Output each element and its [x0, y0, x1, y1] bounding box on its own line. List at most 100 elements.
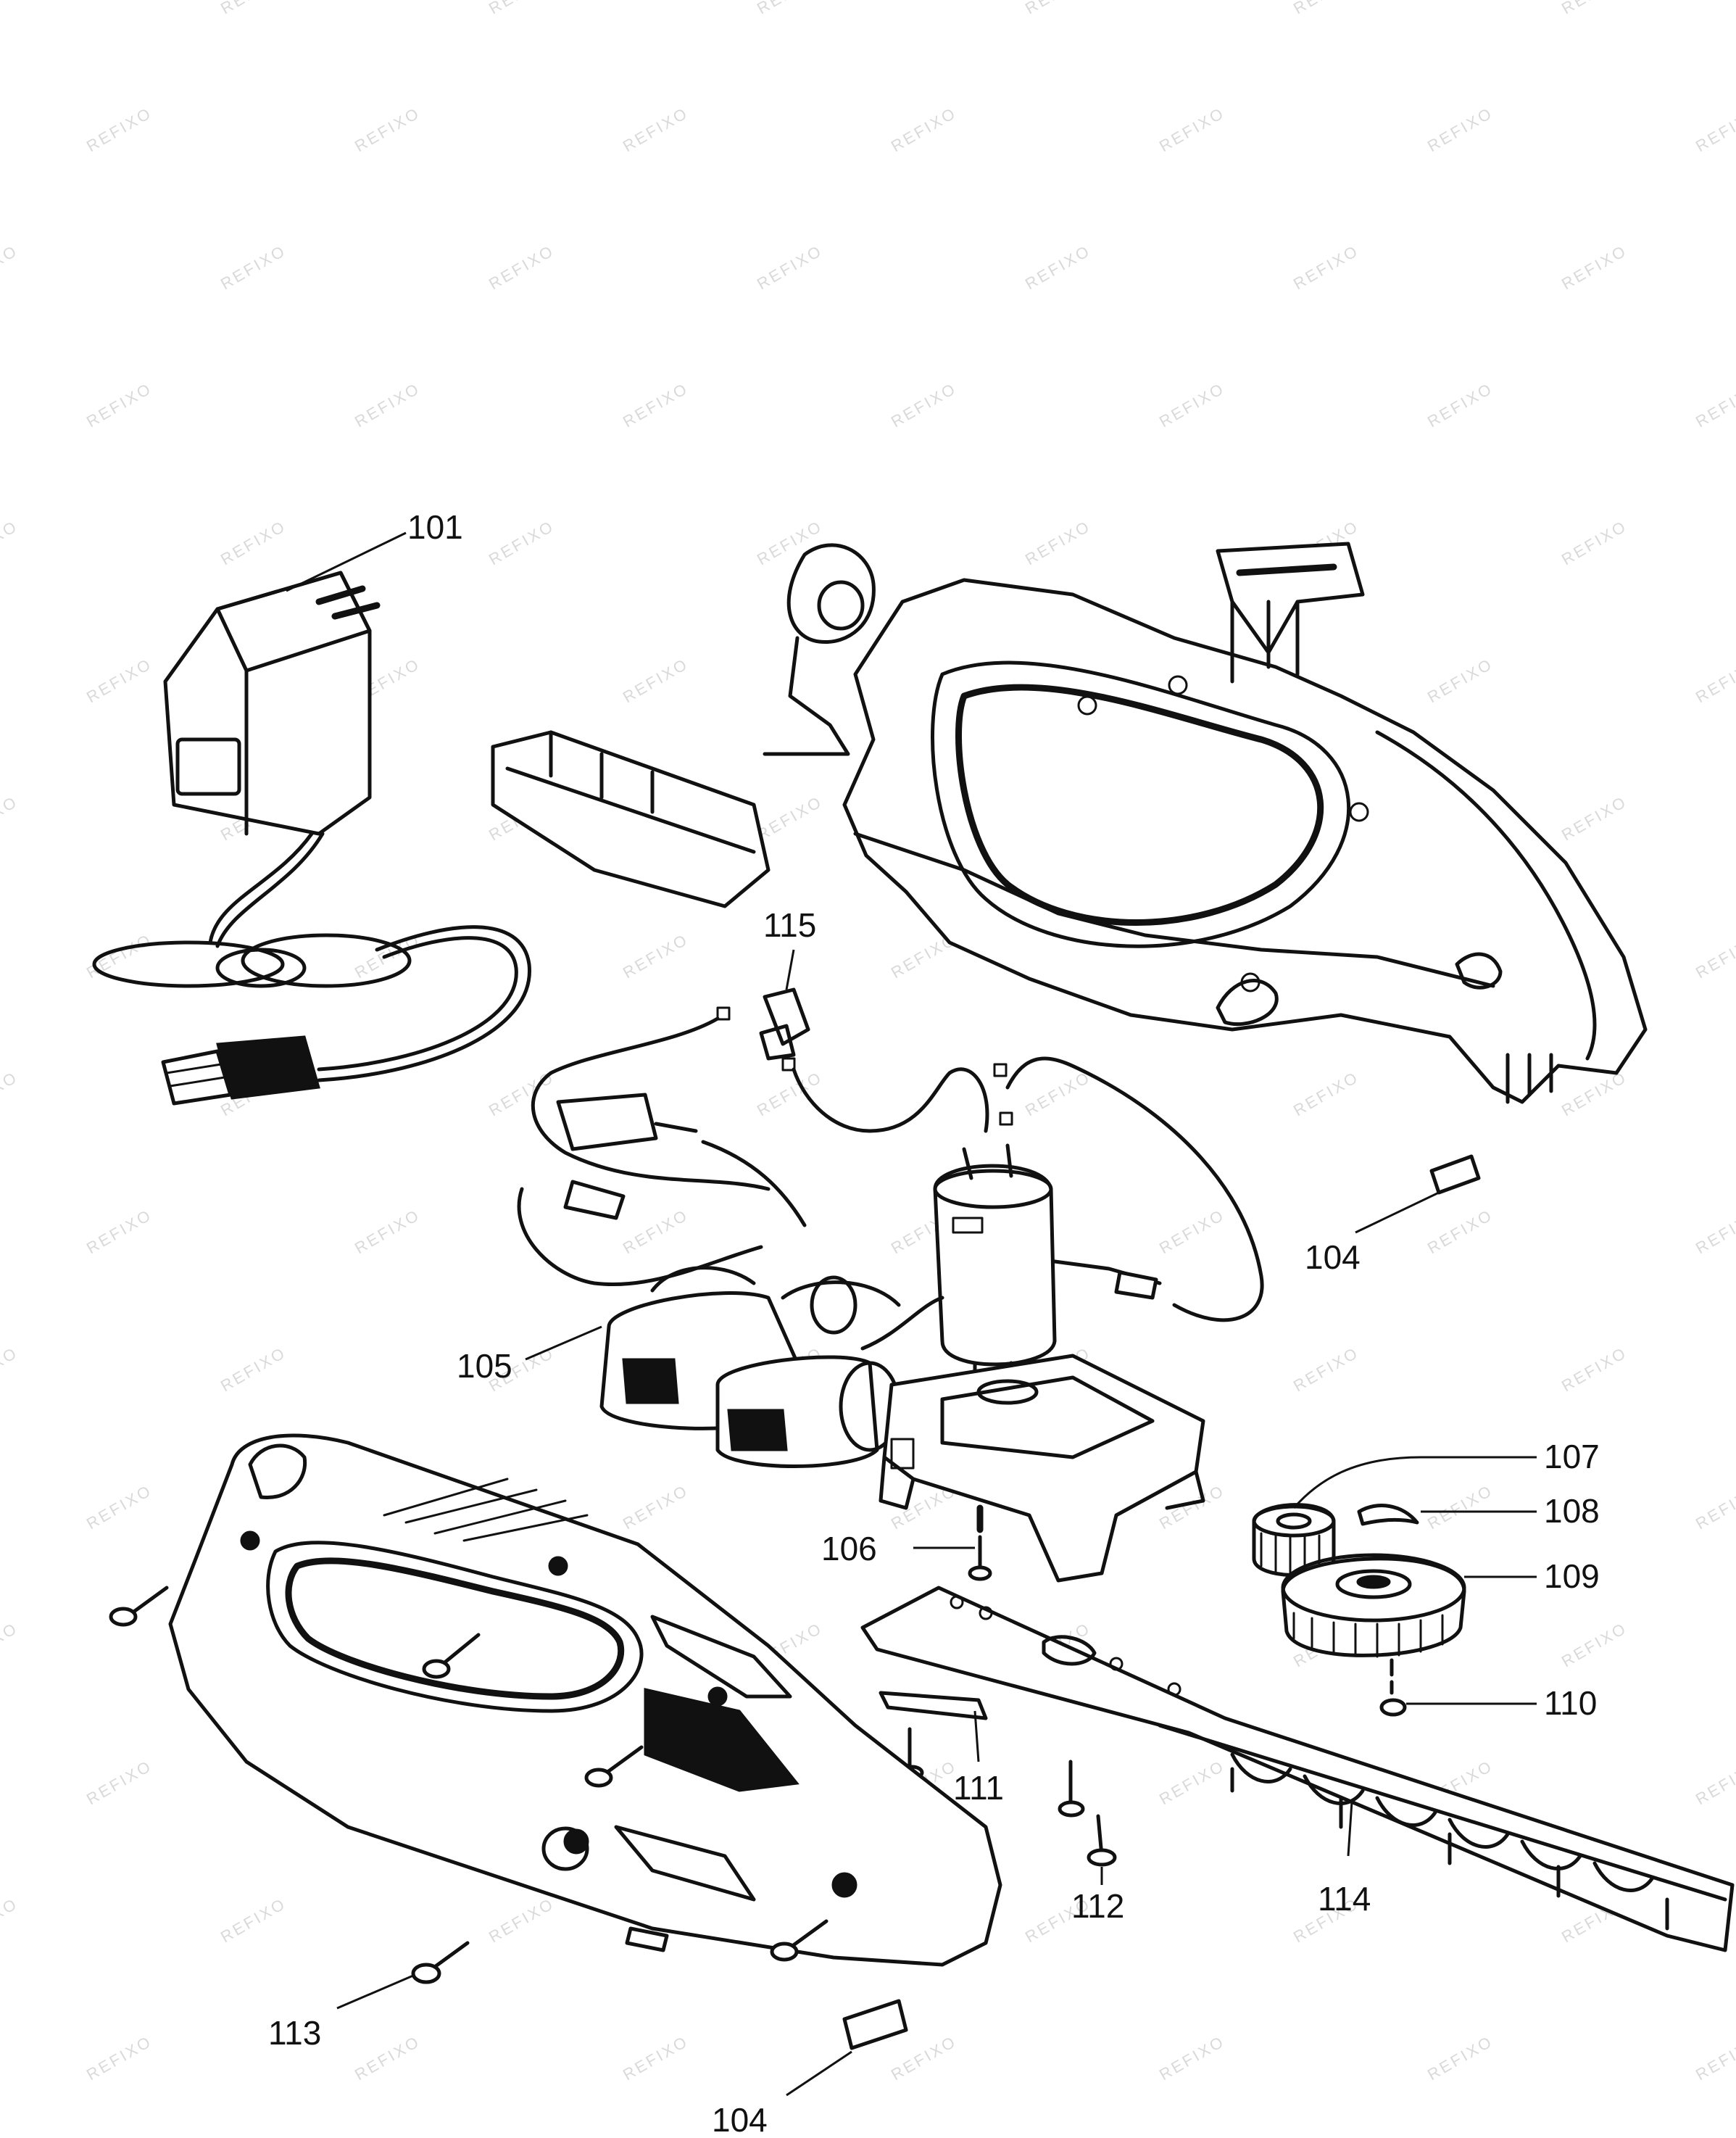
watermark-text: REFIXO	[83, 655, 155, 707]
watermark-text: REFIXO	[217, 241, 289, 294]
watermark-text: REFIXO	[83, 2032, 155, 2084]
watermark-text: REFIXO	[0, 241, 21, 294]
watermark-text: REFIXO	[1693, 1206, 1736, 1258]
watermark-text: REFIXO	[1290, 1343, 1362, 1396]
callout-115: 115	[763, 906, 816, 944]
callout-106: 106	[821, 1530, 877, 1567]
watermark-text: REFIXO	[83, 1757, 155, 1809]
charger-adapter	[92, 571, 531, 1106]
callout-labels: 101 115 104 105 107 108 109 106 110 111 …	[268, 508, 1600, 2138]
watermark-text: REFIXO	[1156, 1206, 1228, 1258]
watermark-text: REFIXO	[1156, 104, 1228, 156]
switch-and-wiring	[517, 987, 1264, 1322]
watermark-text: REFIXO	[217, 1343, 289, 1396]
callout-114: 114	[1318, 1880, 1371, 1918]
end-cap-104-upper	[1429, 1154, 1481, 1195]
watermark-text: REFIXO	[1424, 1481, 1496, 1533]
watermark-text: REFIXO	[754, 1068, 826, 1120]
watermark-text: REFIXO	[352, 1206, 423, 1258]
watermark-text: REFIXO	[1558, 1068, 1630, 1120]
screws-113	[109, 1586, 828, 1984]
watermark-text: REFIXO	[486, 241, 557, 294]
callout-113: 113	[268, 2014, 321, 2052]
blade-assembly-114	[860, 1586, 1735, 1952]
watermark-text: REFIXO	[217, 0, 289, 17]
watermark-text: REFIXO	[1424, 104, 1496, 156]
front-housing-half	[168, 1433, 1002, 1967]
watermark-text: REFIXO	[620, 1206, 692, 1258]
watermark-text: REFIXO	[754, 792, 826, 845]
watermark-text: REFIXO	[1693, 379, 1736, 431]
watermark-text: REFIXO	[83, 1206, 155, 1258]
watermark-text: REFIXO	[217, 1894, 289, 1947]
callout-111: 111	[953, 1769, 1004, 1807]
watermark-text: REFIXO	[888, 379, 960, 431]
watermark-text: REFIXO	[620, 930, 692, 982]
watermark-text: REFIXO	[1424, 379, 1496, 431]
callout-110: 110	[1544, 1684, 1597, 1722]
watermark-text: REFIXO	[620, 379, 692, 431]
watermark-text: REFIXO	[486, 517, 557, 569]
watermark-text: REFIXO	[83, 104, 155, 156]
watermark-text: REFIXO	[1693, 655, 1736, 707]
watermark-text: REFIXO	[83, 930, 155, 982]
watermark-text: REFIXO	[1693, 930, 1736, 982]
callout-108: 108	[1544, 1492, 1600, 1530]
watermark-text: REFIXO	[83, 1481, 155, 1533]
watermark-text: REFIXO	[0, 517, 21, 569]
callout-104-lower: 104	[712, 2101, 768, 2138]
watermark-text: REFIXO	[1558, 0, 1630, 17]
watermark-text: REFIXO	[352, 2032, 423, 2084]
watermark-text: REFIXO	[352, 379, 423, 431]
rear-housing-half	[763, 542, 1648, 1104]
watermark-text: REFIXO	[620, 655, 692, 707]
watermark-text: REFIXO	[1693, 104, 1736, 156]
watermark-text: REFIXO	[0, 1619, 21, 1671]
watermark-text: REFIXO	[1156, 379, 1228, 431]
callout-105: 105	[457, 1347, 512, 1385]
main-gear-109	[1281, 1553, 1466, 1695]
watermark-text: REFIXO	[1022, 0, 1094, 17]
watermark-text: REFIXO	[620, 104, 692, 156]
callout-101: 101	[407, 508, 463, 546]
watermark-text: REFIXO	[1290, 1068, 1362, 1120]
watermark-text: REFIXO	[1424, 2032, 1496, 2084]
watermark-text: REFIXO	[1022, 517, 1094, 569]
watermark-text: REFIXO	[1424, 1206, 1496, 1258]
watermark-text: REFIXO	[217, 517, 289, 569]
watermark-text: REFIXO	[888, 2032, 960, 2084]
screw-106	[968, 1504, 992, 1581]
watermark-text: REFIXO	[1693, 2032, 1736, 2084]
gear-housing	[879, 1354, 1205, 1583]
leader-lines	[286, 531, 1537, 2097]
watermark-text: REFIXO	[1558, 1343, 1630, 1396]
watermark-text: REFIXO	[1290, 241, 1362, 294]
callout-104-upper: 104	[1305, 1238, 1361, 1276]
watermark-text: REFIXO	[1558, 517, 1630, 569]
watermark-text: REFIXO	[754, 241, 826, 294]
watermark-text: REFIXO	[1693, 1481, 1736, 1533]
watermark-text: REFIXO	[1693, 1757, 1736, 1809]
watermark-text: REFIXO	[83, 379, 155, 431]
watermark-text: REFIXO	[486, 1894, 557, 1947]
watermark-text: REFIXO	[1022, 1068, 1094, 1120]
watermark-text: REFIXO	[1156, 1757, 1228, 1809]
watermark-text: REFIXO	[0, 1894, 21, 1947]
watermark-text: REFIXO	[754, 0, 826, 17]
motor	[933, 1143, 1162, 1409]
watermark-text: REFIXO	[1022, 241, 1094, 294]
watermark-text: REFIXO	[1558, 241, 1630, 294]
callout-107: 107	[1544, 1438, 1600, 1475]
battery-pack	[599, 1266, 944, 1468]
watermark-text: REFIXO	[1156, 2032, 1228, 2084]
watermark-text: REFIXO	[620, 1481, 692, 1533]
washer-110	[1379, 1698, 1407, 1717]
watermark-text: REFIXO	[888, 104, 960, 156]
watermark-text: REFIXO	[352, 104, 423, 156]
watermark-text: REFIXO	[1558, 792, 1630, 845]
watermark-text: REFIXO	[486, 0, 557, 17]
blade-guide-111	[879, 1691, 988, 1720]
callout-109: 109	[1544, 1557, 1600, 1595]
watermark-text: REFIXO	[1558, 1619, 1630, 1671]
watermark-text: REFIXO	[0, 792, 21, 845]
